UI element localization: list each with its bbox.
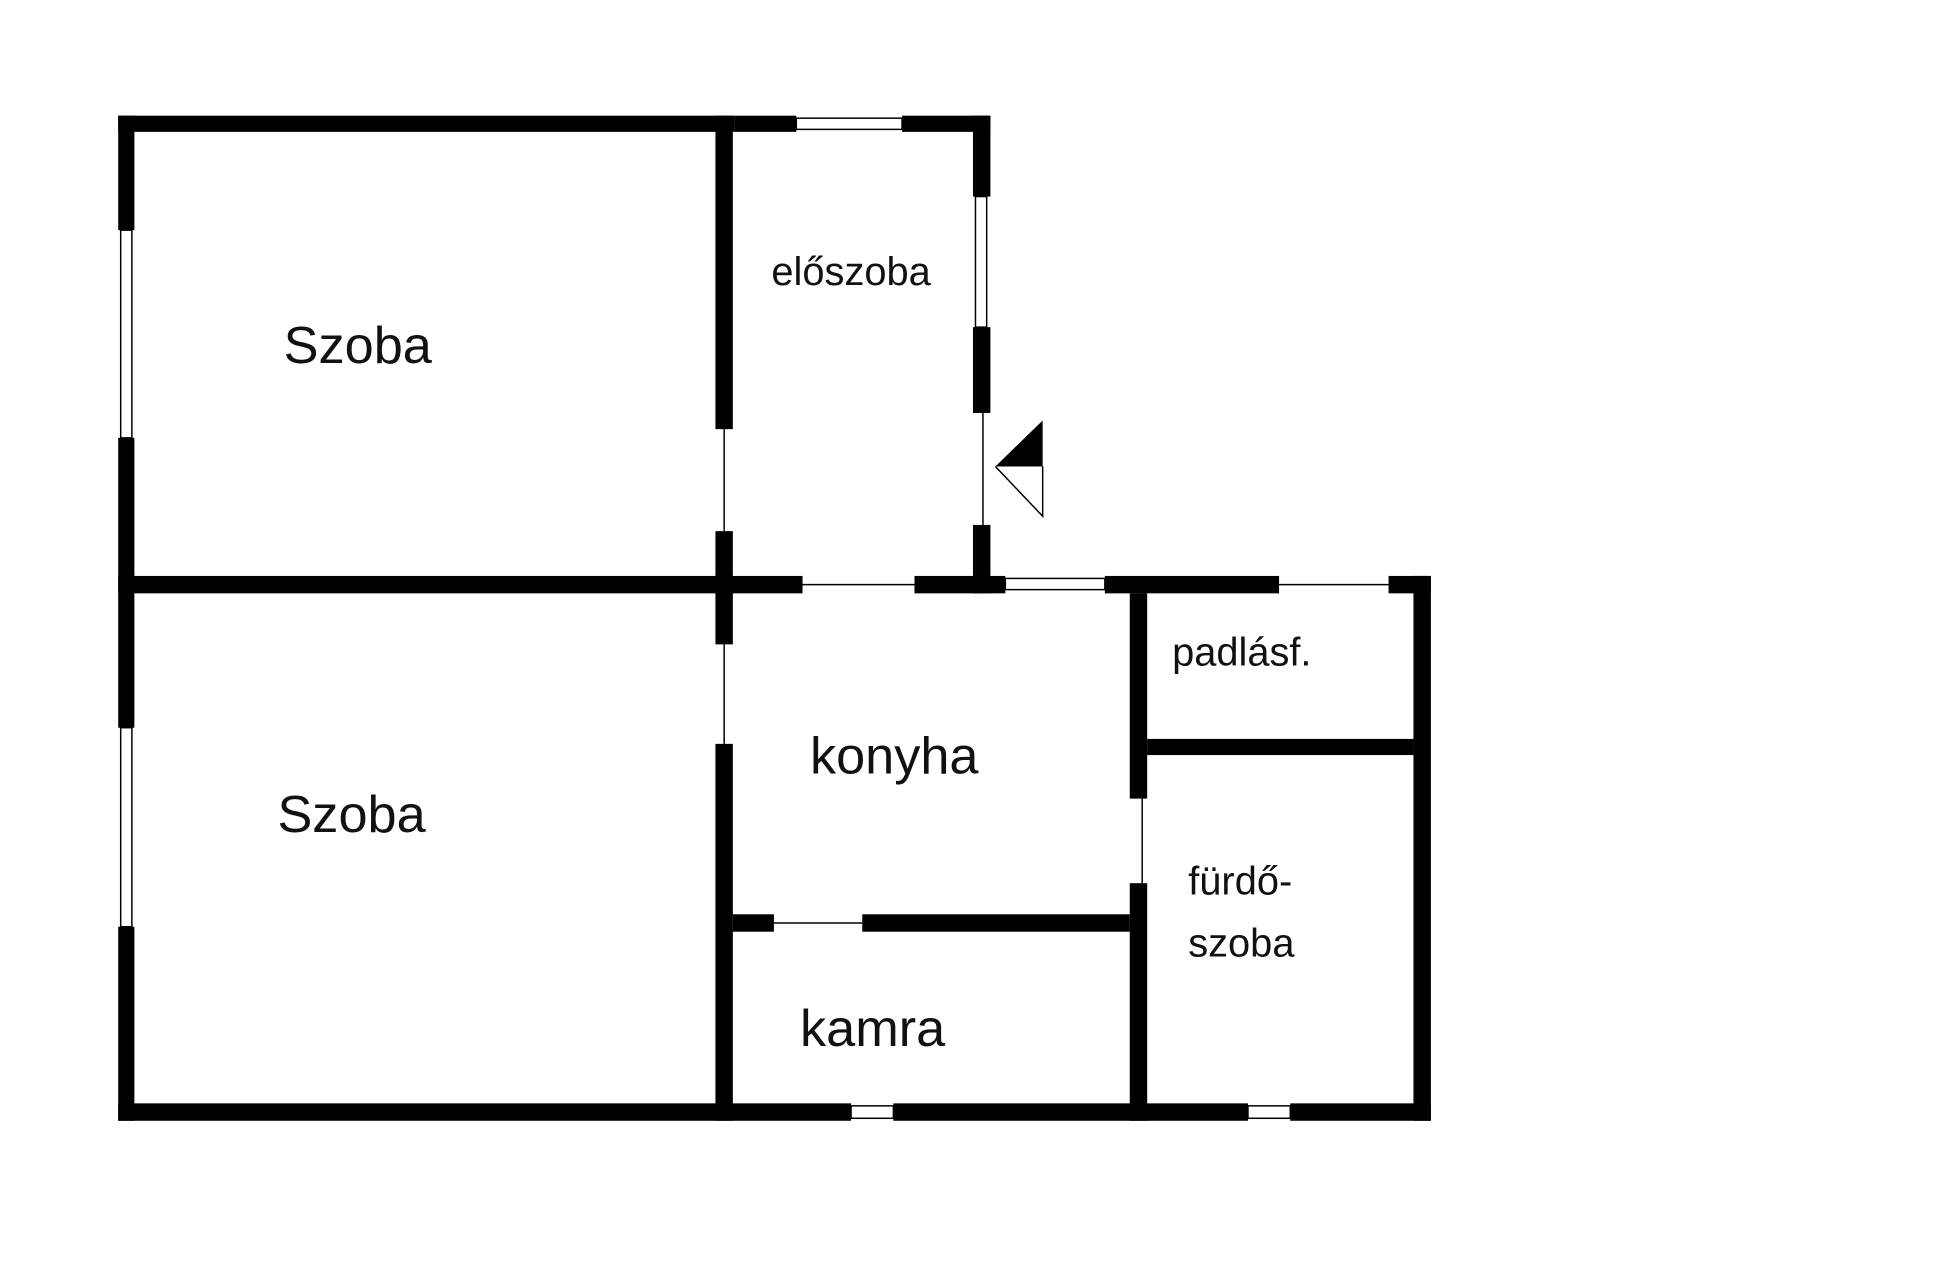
wall-mid-c [715,743,733,1121]
wall-top-left [118,115,735,132]
window-left-bottom [119,726,133,928]
label-bathroom-2: szoba [1188,922,1295,966]
wall-h-b [914,575,1006,594]
wall-mid-a [715,115,733,430]
wall-attic-bottom [1147,738,1414,756]
wall-left-c [118,926,135,1121]
wall-h-c [1104,575,1280,594]
wall-inner-b [1129,883,1148,1121]
wall-top-hall-a [734,115,797,132]
label-room-bottom: Szoba [277,786,426,844]
window-hall-top [795,117,903,131]
window-kitchen-top [1004,577,1106,591]
wall-bottom-c [1290,1103,1431,1121]
wall-left-a [118,115,135,231]
window-bath [1247,1105,1292,1120]
wall-bottom-b [893,1103,1248,1121]
wall-right [1413,575,1431,1121]
wall-hall-right-a [972,115,991,197]
wall-top-hall-b [902,115,991,132]
label-kitchen: konyha [810,728,979,786]
wall-pantry-b [862,914,1130,932]
entrance-arrow-icon [994,420,1044,519]
wall-pantry-a [732,914,774,932]
window-pantry [850,1105,895,1120]
wall-h-a [118,575,803,594]
wall-inner-a [1129,593,1148,799]
label-hall: előszoba [771,250,931,294]
walls [118,115,1431,1121]
wall-hall-right-b [972,327,991,413]
label-pantry: kamra [800,1000,946,1058]
wall-bottom-a [118,1103,852,1121]
label-room-top: Szoba [284,317,433,375]
window-hall-side [974,195,988,328]
window-left-top [119,229,133,439]
label-attic-access: padlásf. [1172,631,1311,675]
label-bathroom-1: fürdő- [1188,859,1292,903]
